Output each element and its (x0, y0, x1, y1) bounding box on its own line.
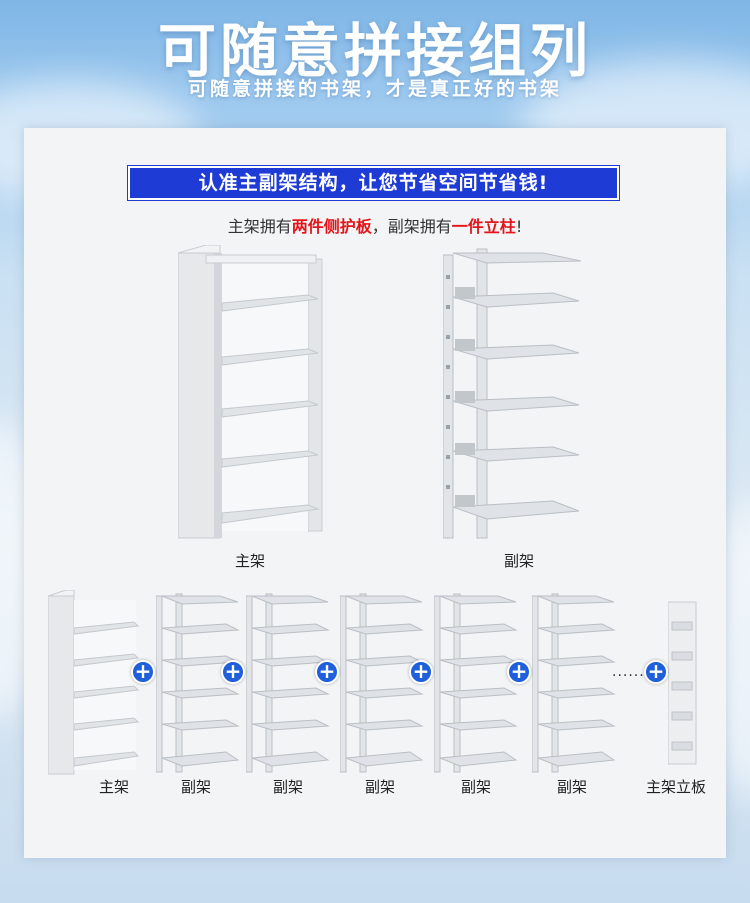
content-panel (24, 128, 726, 858)
top-label-main: 主架 (234, 552, 265, 570)
bottom-label-sub-3: 副架 (364, 778, 395, 796)
plus-icon: + (409, 660, 433, 684)
ellipsis: ...... (612, 664, 645, 680)
plus-icon: + (315, 660, 339, 684)
subline: 可随意拼接的书架，才是真正好的书架 (187, 78, 562, 100)
bottom-sub-shelf-4 (434, 593, 518, 773)
bottom-label-side-panel: 主架立板 (645, 778, 706, 796)
plus-icon: + (131, 660, 155, 684)
bottom-label-sub-2: 副架 (272, 778, 303, 796)
sub-shelf-image (443, 248, 582, 539)
bottom-sub-shelf-1 (156, 593, 240, 773)
top-label-sub: 副架 (503, 552, 534, 570)
desc-part-1: 主架拥有 (227, 217, 292, 236)
bottom-label-sub-5: 副架 (556, 778, 587, 796)
plus-icon: + (644, 660, 668, 684)
bottom-label-main: 主架 (98, 778, 129, 796)
banner: 认准主副架结构，让您节省空间节省钱! (127, 165, 620, 201)
headline: 可随意拼接组列 (157, 17, 592, 85)
description: 主架拥有两件侧护板，副架拥有一件立柱! (0, 213, 750, 237)
plus-icon: + (221, 660, 245, 684)
bottom-sub-shelf-5 (532, 593, 616, 773)
plus-icon: + (507, 660, 531, 684)
bottom-side-panel (668, 601, 697, 765)
desc-highlight-2: 一件立柱 (451, 217, 516, 236)
bottom-main-shelf (48, 590, 140, 775)
bottom-sub-shelf-2 (246, 593, 330, 773)
desc-highlight-1: 两件侧护板 (291, 217, 372, 236)
bottom-label-sub-1: 副架 (180, 778, 211, 796)
bottom-sub-shelf-3 (340, 593, 424, 773)
desc-part-3: ! (515, 217, 523, 236)
bottom-label-sub-4: 副架 (460, 778, 491, 796)
desc-part-2: ，副架拥有 (371, 217, 452, 236)
main-shelf-image (178, 245, 323, 539)
